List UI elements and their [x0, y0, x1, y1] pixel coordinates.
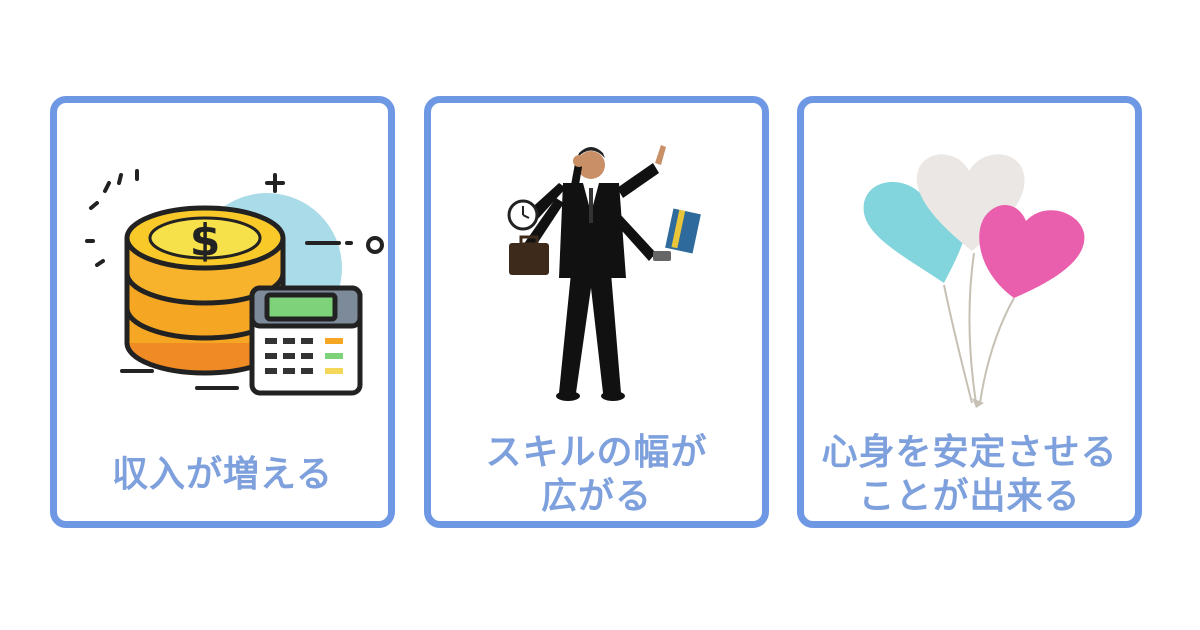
caption-line: 心身を安定させる: [821, 432, 1118, 473]
caption-line: スキルの幅が: [485, 432, 708, 473]
card-caption: 心身を安定させる ことが出来る: [804, 431, 1135, 519]
caption-line: 収入が増える: [112, 454, 333, 495]
caption-line: ことが出来る: [858, 476, 1081, 517]
svg-text:$: $: [190, 215, 221, 266]
card-wellbeing: 心身を安定させる ことが出来る: [797, 96, 1142, 528]
heart-balloons-icon: [863, 154, 1085, 408]
card-income: $ 収入が増える: [50, 96, 395, 528]
coins-calculator-icon: $: [85, 169, 384, 396]
card-caption: スキルの幅が 広がる: [431, 431, 762, 519]
caption-line: 広がる: [540, 476, 652, 517]
card-skills: スキルの幅が 広がる: [424, 96, 769, 528]
card-caption: 収入が増える: [57, 453, 388, 497]
multitasking-businessman-icon: [507, 145, 701, 401]
